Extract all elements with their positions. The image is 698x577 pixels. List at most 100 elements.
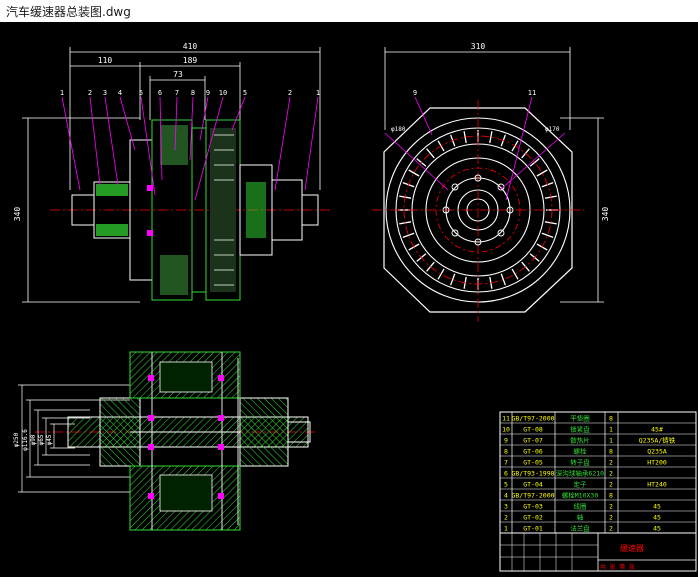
side-dim-dia-inner: φ170 [545, 126, 560, 133]
balloon-5: 5 [139, 89, 143, 97]
cooling-fin [500, 273, 506, 286]
bom-qty: 2 [609, 514, 613, 522]
bom-qty: 2 [609, 503, 613, 511]
cooling-fin [463, 131, 467, 144]
bom-sheet-label: 共 张 第 张 [600, 563, 635, 571]
bom-qty: 8 [609, 415, 613, 423]
dim-mid: 189 [183, 56, 198, 65]
bom-qty: 8 [609, 448, 613, 456]
balloon-6: 6 [158, 89, 162, 97]
dim-overall: 410 [183, 42, 198, 51]
bom-code: GT-04 [523, 481, 543, 489]
bom-no: 6 [504, 470, 508, 478]
bom-name: 螺栓 [574, 447, 588, 456]
balloon-10: 10 [219, 89, 227, 97]
bom-material: 45 [653, 525, 661, 533]
balloon-3: 3 [103, 89, 107, 97]
bom-qty: 8 [609, 492, 613, 500]
dim-inner: 73 [173, 70, 183, 79]
bom-code: GT-08 [523, 426, 543, 434]
bom-code: GB/T93-1998 [511, 470, 554, 478]
bom-material: Q235A [647, 448, 667, 456]
balloon-1b: 1 [316, 89, 320, 97]
balloon-4: 4 [118, 89, 122, 97]
sec-dim-1: φ116.6 [22, 429, 29, 451]
cooling-fin [521, 148, 530, 159]
bom-qty: 1 [609, 426, 613, 434]
bom-no: 8 [504, 448, 508, 456]
side-balloon-9: 9 [413, 89, 417, 97]
bom-material: 45# [651, 426, 663, 434]
bom-qty: 1 [609, 437, 613, 445]
bom-code: GT-05 [523, 459, 543, 467]
side-balloon-11: 11 [528, 89, 536, 97]
cooling-fin [426, 148, 435, 159]
bom-material: HT200 [647, 459, 667, 467]
bom-no: 4 [504, 492, 508, 500]
cooling-fin [437, 268, 445, 280]
bom-no: 5 [504, 481, 508, 489]
bom-name: 散热片 [570, 436, 590, 445]
bom-code: GB/T97-2000 [511, 415, 554, 423]
balloon-8: 8 [191, 89, 195, 97]
bom-name: 深沟球轴承6210 [556, 469, 604, 478]
bom-title-label: 缓速器 [620, 543, 644, 553]
bom-material: 45 [653, 514, 661, 522]
bom-qty: 2 [609, 525, 613, 533]
cooling-fin [536, 169, 548, 177]
bom-code: GT-03 [523, 503, 543, 511]
bom-no: 9 [504, 437, 508, 445]
dim-height: 340 [13, 207, 22, 222]
sec-dim-0: φ250 [13, 432, 20, 447]
bom-no: 2 [504, 514, 508, 522]
bom-name: 线圈 [574, 502, 587, 511]
sec-dim-3: φ65 [38, 434, 45, 445]
bom-no: 1 [504, 525, 508, 533]
front-view: 410 110 189 73 340 [13, 42, 330, 303]
bom-code: GT-01 [523, 525, 543, 533]
cooling-fin [489, 131, 493, 144]
bom-no: 7 [504, 459, 508, 467]
side-dim-height: 340 [601, 207, 610, 222]
bom-code: GT-06 [523, 448, 543, 456]
bom-material: Q235A/铸铁 [639, 436, 676, 445]
bom-no: 3 [504, 503, 508, 511]
bom-name: 锁紧盘 [570, 425, 590, 434]
bom-qty: 2 [609, 459, 613, 467]
bom-no: 11 [502, 415, 510, 423]
sec-dim-2: φ90 [30, 434, 37, 445]
bom-name: 轴 [577, 513, 584, 522]
side-view: 310 340 9 [372, 42, 610, 322]
window-titlebar: 汽车缓速器总装图.dwg [0, 0, 698, 23]
bom-qty: 2 [609, 481, 613, 489]
side-dim-width: 310 [471, 42, 486, 51]
bom-no: 10 [502, 426, 510, 434]
balloon-1: 1 [60, 89, 64, 97]
balloon-2: 2 [88, 89, 92, 97]
sec-dim-4: φ45 [46, 434, 53, 445]
window-title: 汽车缓速器总装图.dwg [6, 5, 131, 19]
cooling-fin [408, 169, 420, 177]
balloon-9: 9 [206, 89, 210, 97]
balloon-5b: 5 [243, 89, 247, 97]
bom-name: 转子盘 [570, 458, 590, 467]
bom-material: 45 [653, 503, 661, 511]
bom-name: 法兰盘 [570, 524, 590, 533]
cad-drawing[interactable]: 410 110 189 73 340 [0, 22, 698, 573]
balloon-2b: 2 [288, 89, 292, 97]
bom-qty: 2 [609, 470, 613, 478]
cooling-fin [450, 273, 456, 286]
cad-drawing-canvas[interactable]: 410 110 189 73 340 [0, 22, 698, 573]
balloon-7: 7 [175, 89, 179, 97]
cooling-fin [541, 232, 554, 238]
cooling-fin [402, 232, 415, 238]
bom-code: GT-02 [523, 514, 543, 522]
dim-left: 110 [98, 56, 113, 65]
cooling-fin [511, 268, 519, 280]
bom-material: HT240 [647, 481, 667, 489]
bom-code: GT-07 [523, 437, 543, 445]
bom-code: GB/T97-2000 [511, 492, 554, 500]
bom-name: 定子 [574, 480, 588, 489]
bom-name: 螺栓M10X30 [562, 491, 599, 500]
